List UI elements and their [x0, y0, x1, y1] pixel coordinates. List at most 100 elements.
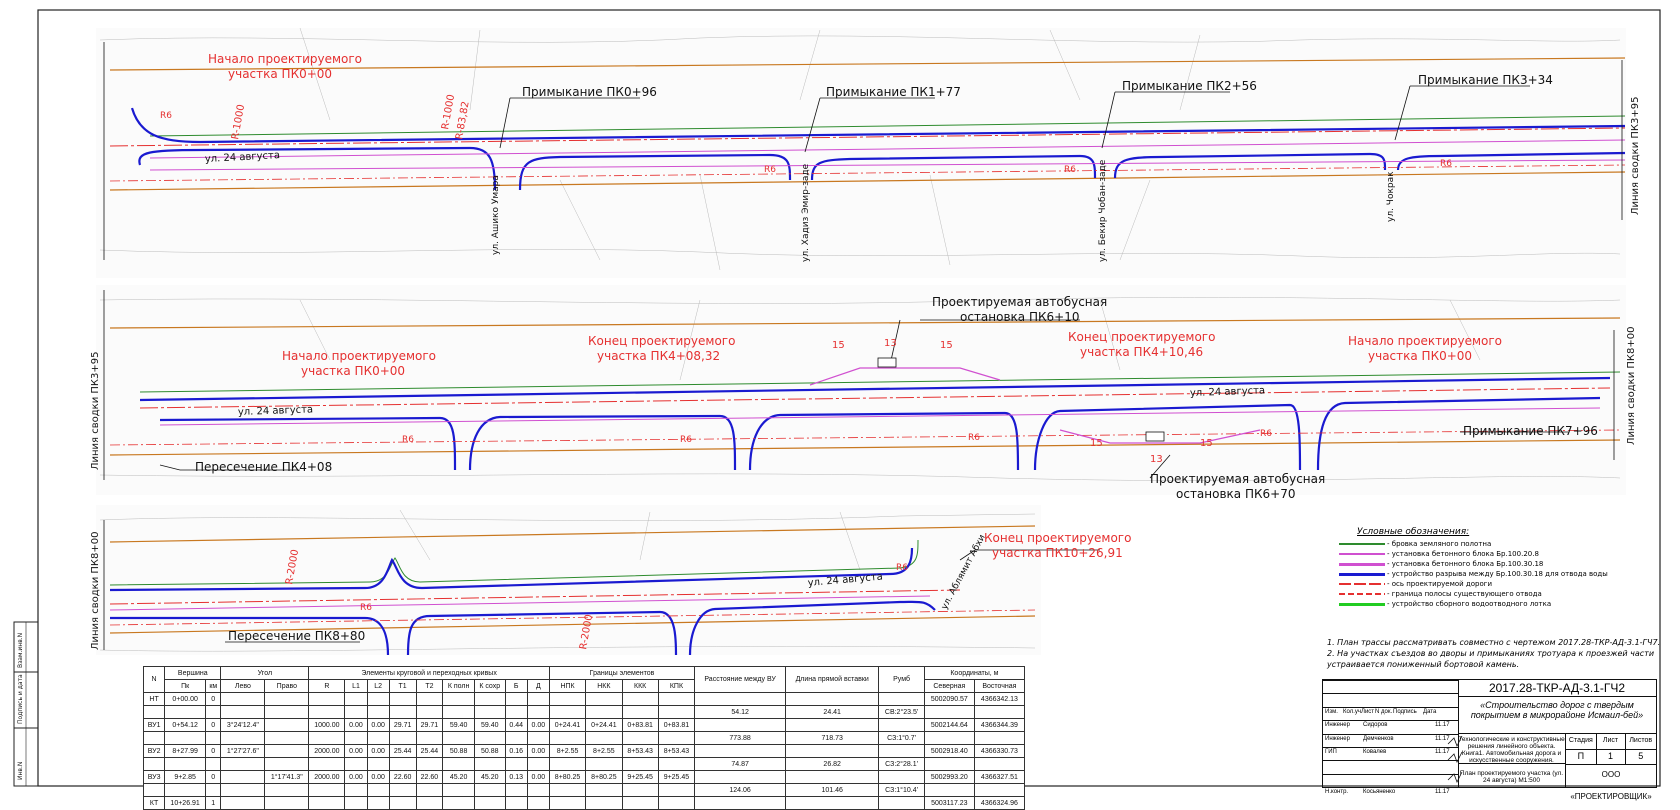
table-cell	[264, 731, 310, 745]
r6-b3: R6	[968, 433, 980, 443]
table-cell: 4366342.13	[973, 692, 1026, 706]
table-cell: 0.00	[366, 718, 390, 732]
th-elements: Элементы круговой и переходных кривых	[308, 666, 550, 680]
label-end-d2: участка ПК10+26,91	[992, 546, 1123, 560]
table-cell: 24.41	[785, 705, 880, 719]
table-cell	[308, 783, 346, 797]
table-cell	[526, 796, 550, 810]
table-cell	[142, 757, 166, 771]
table-cell	[526, 783, 550, 797]
table-cell	[442, 796, 475, 810]
table-cell	[366, 757, 390, 771]
stamp-person-date: 11.17	[1435, 735, 1450, 742]
th-sub: R	[308, 679, 346, 693]
stamp-header-cell: N док.	[1375, 708, 1393, 715]
table-cell	[442, 692, 475, 706]
legend-item: - граница полосы существующего отвода	[1339, 589, 1608, 599]
r6-a3: R6	[1064, 165, 1076, 175]
label-pk8-00-c: Линия сводки ПК8+00	[90, 532, 101, 650]
table-cell	[548, 692, 587, 706]
table-cell: 0.44	[504, 718, 528, 732]
table-cell: 26.82	[785, 757, 880, 771]
table-cell	[878, 692, 925, 706]
table-cell: 45.20	[442, 770, 475, 784]
table-cell	[785, 744, 880, 758]
table-cell: 4366330.73	[973, 744, 1026, 758]
legend-item: - ось проектируемой дороги	[1339, 579, 1608, 589]
table-cell	[264, 744, 310, 758]
r6-c1: R6	[360, 603, 372, 613]
table-cell	[220, 731, 266, 745]
table-cell: 0+24.41	[548, 718, 587, 732]
table-cell: 25.44	[415, 744, 444, 758]
th-sub: НКК	[585, 679, 623, 693]
table-cell: 101.46	[785, 783, 880, 797]
table-cell	[388, 731, 417, 745]
table-cell: СВ:2°23.5'	[878, 705, 925, 719]
th-sub: К полн	[442, 679, 475, 693]
table-cell: 8+27.99	[164, 744, 207, 758]
label-cross-pk8-80: Пересечение ПК8+80	[228, 629, 365, 643]
th-vertex: Вершина	[164, 666, 222, 680]
r6-a1: R6	[160, 111, 172, 121]
table-cell: КТ	[142, 796, 166, 810]
table-cell	[657, 731, 696, 745]
table-cell: 2000.00	[308, 744, 346, 758]
table-cell	[442, 757, 475, 771]
table-cell	[548, 731, 587, 745]
table-cell	[657, 692, 696, 706]
th-sub: Б	[504, 679, 528, 693]
stamp-grid-line	[1323, 746, 1458, 748]
legend: Условные обозначения: - бровка земляного…	[1339, 527, 1608, 609]
table-cell	[366, 705, 390, 719]
table-cell: 5002918.40	[923, 744, 975, 758]
table-cell	[388, 783, 417, 797]
table-cell	[657, 757, 696, 771]
label-bus-a1: Проектируемая автобусная	[932, 295, 1107, 309]
stamp-grid-line	[1323, 693, 1458, 695]
table-cell: 0	[205, 770, 222, 784]
street-24-b1: ул. 24 августа	[238, 404, 314, 418]
th-sub: L2	[366, 679, 390, 693]
street-bekir: ул. Бекир Чобан-заде	[1098, 159, 1108, 262]
table-cell	[264, 705, 310, 719]
table-cell	[220, 757, 266, 771]
table-cell: СЗ:1°0.7'	[878, 731, 925, 745]
table-cell	[164, 705, 207, 719]
table-cell: 59.40	[442, 718, 475, 732]
table-cell: СЗ:1°10.4'	[878, 783, 925, 797]
table-cell: 0	[205, 692, 222, 706]
table-cell	[344, 783, 368, 797]
street-ashko: ул. Ашико Умара	[491, 175, 501, 255]
stamp-grid-line	[1323, 720, 1458, 722]
stamp-grid-line	[1323, 733, 1458, 735]
table-cell	[694, 692, 787, 706]
label-pk3-95: Линия сводки ПК3+95	[1630, 97, 1641, 215]
th-sub: L1	[344, 679, 368, 693]
table-cell: ВУ3	[142, 770, 166, 784]
drawing-name: План проектируемого участка (ул. 24 авгу…	[1458, 764, 1566, 787]
th-sub: К сохр	[473, 679, 506, 693]
stamp-header-cell: Дата	[1423, 708, 1437, 715]
table-cell	[585, 692, 623, 706]
table-cell	[164, 783, 207, 797]
table-cell: 22.60	[415, 770, 444, 784]
legend-item: - устройство сборного водоотводного лотк…	[1339, 599, 1608, 609]
table-cell: 0.00	[344, 744, 368, 758]
table-cell	[785, 718, 880, 732]
table-cell: 5002993.20	[923, 770, 975, 784]
table-cell: 0.13	[504, 770, 528, 784]
table-cell	[973, 757, 1026, 771]
dim-15-3: 15	[1090, 438, 1103, 449]
th-bounds: Границы элементов	[548, 666, 696, 680]
table-cell	[878, 744, 925, 758]
stage-block: Стадия Лист Листов П 1 5	[1566, 734, 1656, 765]
table-cell: 50.88	[473, 744, 506, 758]
table-cell: 74.87	[694, 757, 787, 771]
sheet-value: 1	[1596, 749, 1627, 764]
stamp-header-cell: Лист	[1361, 708, 1375, 715]
stamp-person-name: Сидоров	[1363, 722, 1388, 729]
sheets-value: 5	[1638, 751, 1644, 761]
table-cell: 29.71	[415, 718, 444, 732]
